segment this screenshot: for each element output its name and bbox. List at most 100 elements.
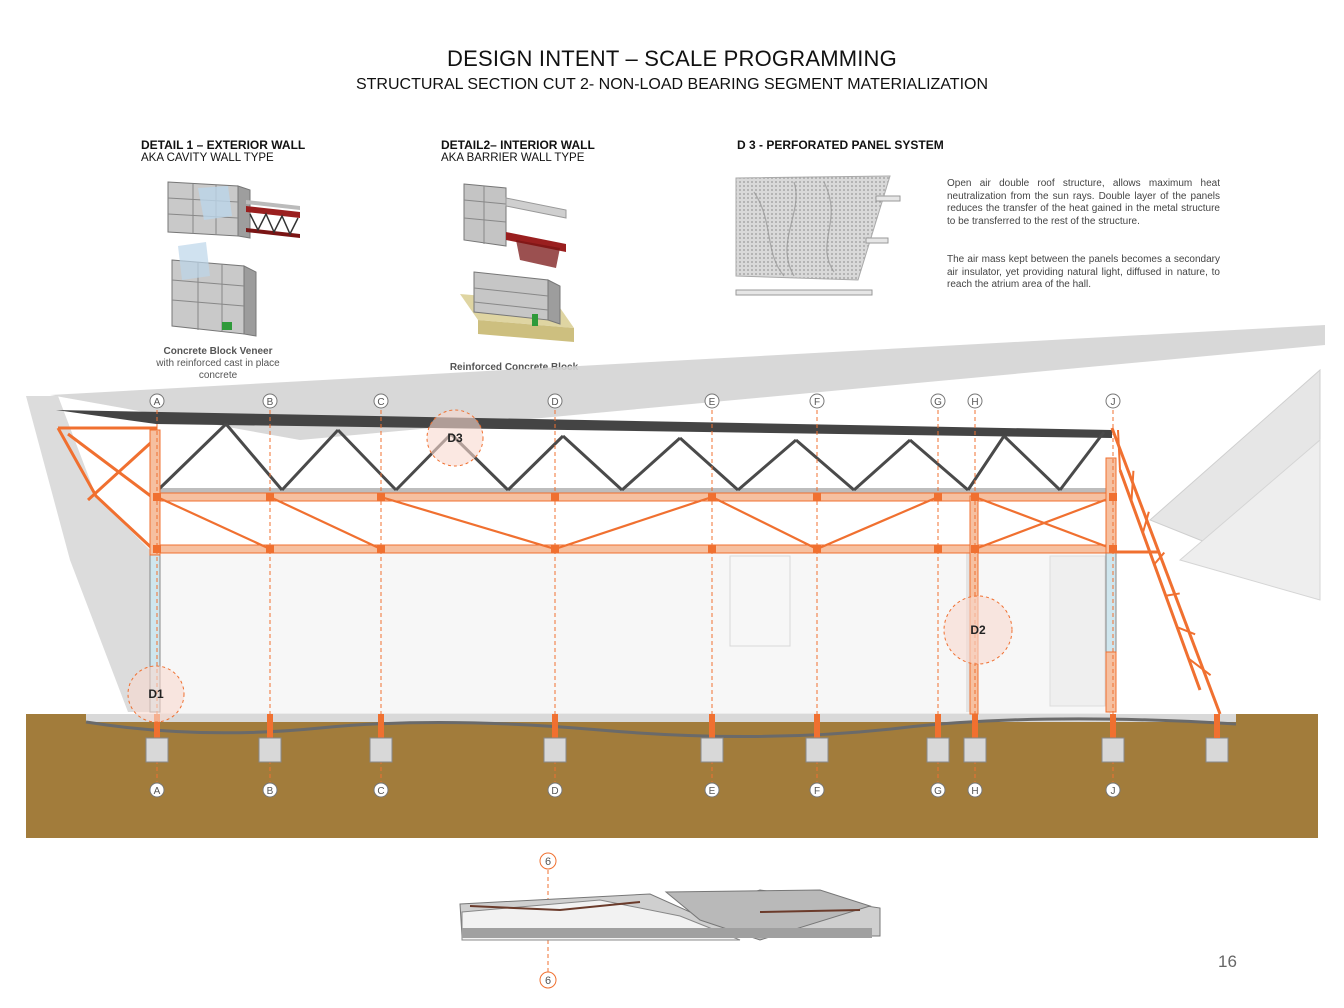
- footing: [1101, 737, 1125, 763]
- grid-axis-G: GG: [926, 393, 950, 798]
- detail-1-header: DETAIL 1 – EXTERIOR WALL AKA CAVITY WALL…: [141, 138, 305, 164]
- beam-node: [266, 545, 274, 553]
- grid-label-top: B: [267, 397, 274, 408]
- ground-slab: [86, 714, 1236, 722]
- inner-roof-deck: [56, 410, 1112, 438]
- detail-2-caption: Reinforced Concrete Block: [430, 362, 598, 374]
- truss-bottom-chord: [156, 488, 1112, 496]
- beam-node: [813, 545, 821, 553]
- grid-axis-H: HH: [963, 393, 987, 798]
- beam-node: [813, 493, 821, 501]
- grid-label-bottom: A: [154, 786, 161, 797]
- grid-axis-B: BB: [258, 393, 282, 798]
- detail-3-perforated-panel-illustration: [735, 175, 901, 296]
- beam-node: [708, 545, 716, 553]
- footing: [963, 737, 987, 763]
- left-envelope-shell: [26, 396, 156, 712]
- grid-label-bottom: D: [551, 786, 558, 797]
- grid-label-top: F: [814, 397, 820, 408]
- right-support-footing: [1205, 714, 1229, 763]
- detail-1-caption-title: Concrete Block Veneer: [163, 346, 273, 357]
- grid-label-bottom: E: [709, 786, 716, 797]
- detail-3-paragraph-2: The air mass kept between the panels bec…: [947, 254, 1220, 290]
- beam-node: [1109, 493, 1117, 501]
- detail-1-caption: Concrete Block Veneer with reinforced ca…: [140, 346, 296, 382]
- grid-axis-F: FF: [805, 393, 829, 798]
- callout-d1: D1: [127, 665, 185, 723]
- grid-label-bottom: F: [814, 786, 820, 797]
- grid-axis-C: CC: [369, 393, 393, 798]
- panel-rail: [735, 289, 873, 296]
- page-subtitle: STRUCTURAL SECTION CUT 2- NON-LOAD BEARI…: [355, 76, 989, 93]
- grid-label-bottom: C: [377, 786, 384, 797]
- beam-node: [708, 493, 716, 501]
- lower-orange-beam: [155, 544, 1113, 554]
- grid-axis-D: DD: [543, 393, 567, 798]
- beam-node: [377, 545, 385, 553]
- footing: [700, 737, 724, 763]
- section-marker-top-label: 6: [545, 856, 551, 868]
- footing: [926, 737, 950, 763]
- grid-label-bottom: G: [934, 786, 942, 797]
- grid-label-bottom: J: [1111, 786, 1116, 797]
- detail-1-caption-text: with reinforced cast in place concrete: [156, 358, 280, 381]
- detail-1-subheading: AKA CAVITY WALL TYPE: [141, 152, 274, 164]
- grid-label-bottom: H: [971, 786, 978, 797]
- footing: [543, 737, 567, 763]
- beam-node: [934, 493, 942, 501]
- beam-node: [153, 545, 161, 553]
- detail-2-header: DETAIL2– INTERIOR WALL AKA BARRIER WALL …: [441, 138, 595, 164]
- panel-clip-top: [875, 195, 901, 202]
- detail-2-interior-wall-illustration: [460, 183, 574, 342]
- grid-label-top: J: [1111, 397, 1116, 408]
- detail-3-paragraph-1: Open air double roof structure, allows m…: [947, 178, 1220, 227]
- upper-orange-beam: [155, 492, 1113, 502]
- outer-roof-shell: [50, 325, 1325, 440]
- detail-2-heading: DETAIL2– INTERIOR WALL: [441, 138, 595, 152]
- upper-barrier-wall: [463, 183, 567, 268]
- detail-3-heading: D 3 - PERFORATED PANEL SYSTEM: [737, 138, 944, 152]
- lower-barrier-wall: [460, 271, 574, 342]
- footing: [369, 737, 393, 763]
- grid-axis-E: EE: [700, 393, 724, 798]
- lower-block-assembly: [171, 242, 257, 337]
- beam-node: [934, 545, 942, 553]
- grid-label-top: A: [154, 397, 161, 408]
- upper-block-assembly: [167, 181, 251, 239]
- grid-label-top: E: [709, 397, 716, 408]
- beam-node: [551, 493, 559, 501]
- grid-label-top: C: [377, 397, 384, 408]
- footing: [145, 737, 169, 763]
- callout-label: D1: [148, 687, 164, 701]
- callout-label: D3: [447, 431, 463, 445]
- beam-node: [377, 493, 385, 501]
- key-plan-building: [459, 889, 881, 941]
- section-marker-top: 6: [539, 852, 557, 870]
- section-marker-bottom: 6: [539, 971, 557, 989]
- grid-axis-J: JJ: [1101, 393, 1125, 798]
- panel-clip-mid: [865, 237, 889, 244]
- detail-2-subheading: AKA BARRIER WALL TYPE: [441, 152, 585, 164]
- grid-label-top: H: [971, 397, 978, 408]
- grid-label-bottom: B: [267, 786, 274, 797]
- detail-2-caption-title: Reinforced Concrete Block: [449, 362, 579, 373]
- page-title: DESIGN INTENT – SCALE PROGRAMMING: [447, 46, 897, 71]
- perforated-panel: [735, 175, 891, 281]
- detail-1-heading: DETAIL 1 – EXTERIOR WALL: [141, 138, 306, 152]
- callout-d2: D2: [943, 595, 1013, 665]
- page-number: 16: [1218, 952, 1237, 971]
- grid-label-top: D: [551, 397, 558, 408]
- detail-1-floor-joist: [246, 200, 300, 238]
- section-marker-bottom-label: 6: [545, 975, 551, 987]
- grid-label-top: G: [934, 397, 942, 408]
- right-diagonal-support: [1110, 427, 1222, 715]
- callout-d3: D3: [426, 409, 484, 467]
- footing: [805, 737, 829, 763]
- beam-node: [153, 493, 161, 501]
- beam-node: [971, 493, 979, 501]
- callout-label: D2: [970, 623, 986, 637]
- orange-truss-webs: [156, 495, 1114, 551]
- beam-node: [266, 493, 274, 501]
- beam-node: [551, 545, 559, 553]
- beam-node: [971, 545, 979, 553]
